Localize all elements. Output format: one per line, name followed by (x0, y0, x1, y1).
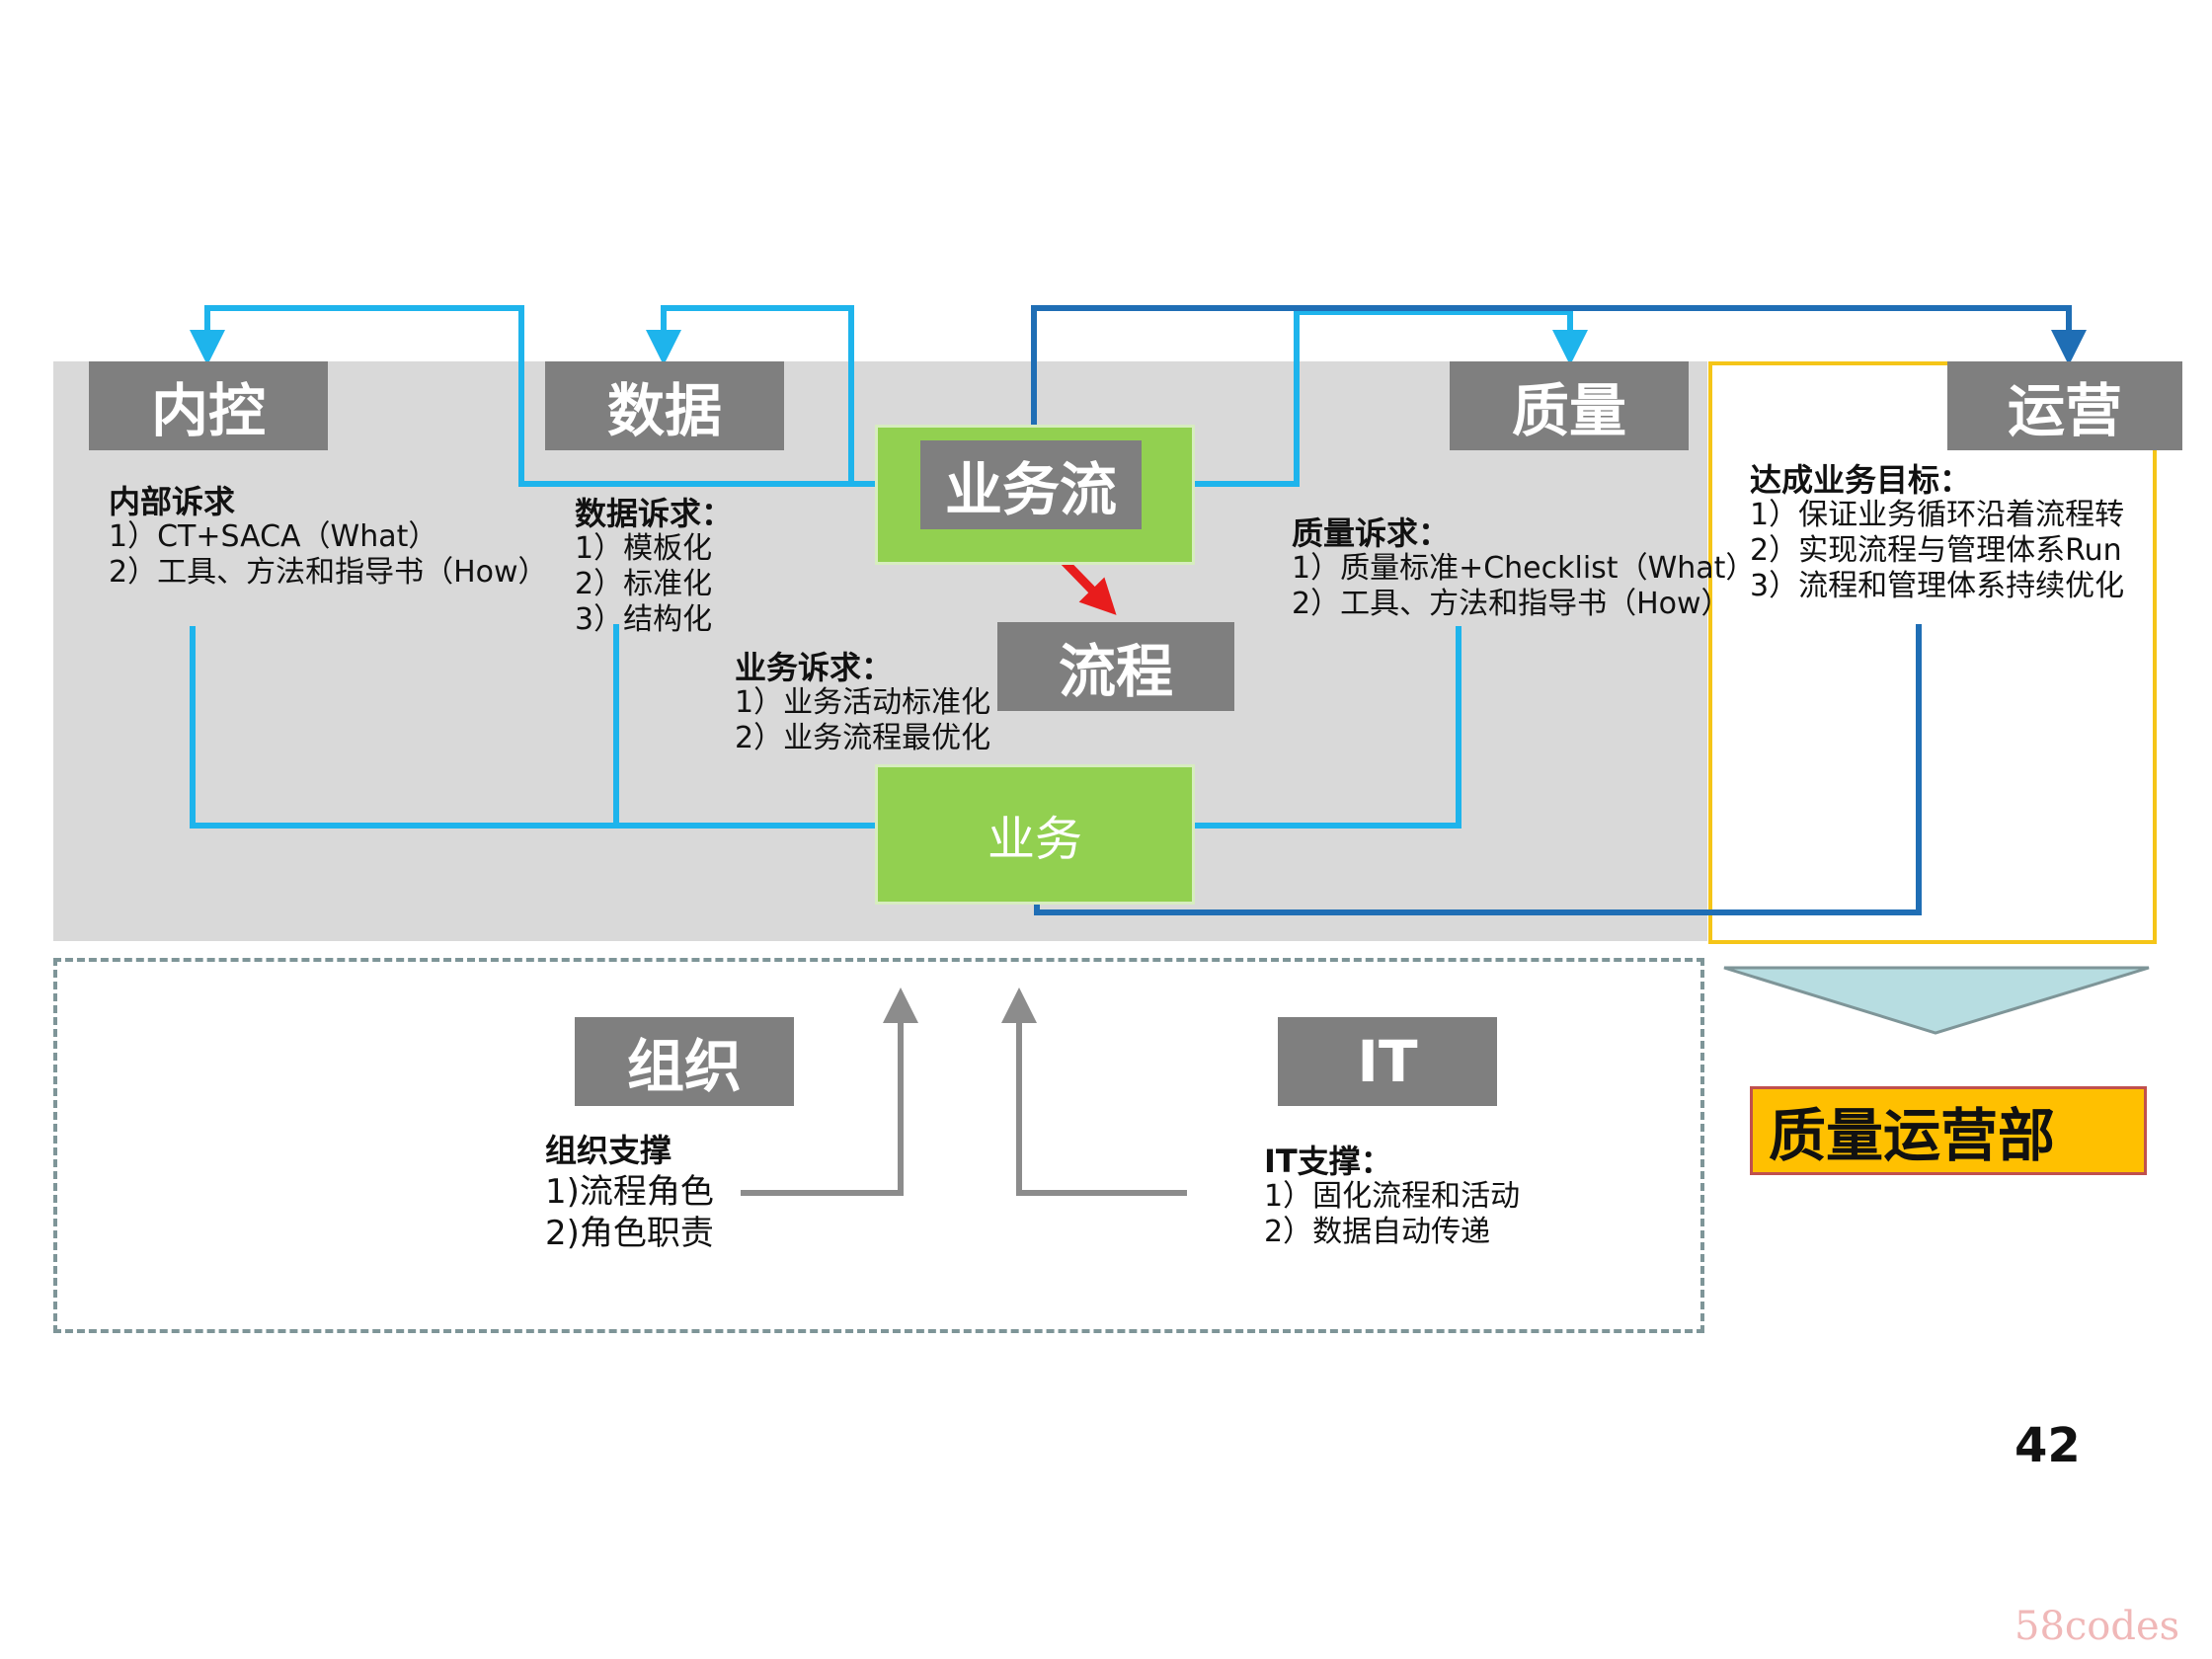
operations-frame (1708, 361, 2157, 944)
it-support-item: 1）固化流程和活动 (1264, 1179, 1521, 1214)
org-support-item: 2)角色职责 (545, 1214, 714, 1253)
data-requirements: 数据诉求： 1）模板化 2）标准化 3）结构化 (575, 496, 733, 638)
biz-req-title: 业务诉求： (735, 649, 894, 686)
biz-req-item: 1）业务活动标准化 (735, 685, 991, 720)
business-requirements: 业务诉求： 1）业务活动标准化 2）业务流程最优化 (735, 650, 990, 756)
ops-goal-title: 达成业务目标： (1750, 461, 1972, 499)
data-req-title: 数据诉求： (575, 495, 734, 532)
support-region-frame (53, 958, 1704, 1333)
internal-control-item: 2）工具、方法和指导书（How） (109, 555, 548, 590)
funnel-triangle (1723, 966, 2150, 1035)
connector-zhiliang-to-yewu (1142, 626, 1462, 843)
it-support-title: IT支撑： (1264, 1143, 1392, 1180)
page-number: 42 (2014, 1418, 2081, 1473)
it-support-item: 2）数据自动传递 (1264, 1215, 1491, 1249)
liucheng-box: 流程 (997, 622, 1234, 711)
connector-to-zhiliang (1141, 309, 1588, 487)
watermark: 58codes (2014, 1604, 2180, 1649)
quality-req-item: 2）工具、方法和指导书（How） (1292, 587, 1731, 621)
ops-goal-item: 3）流程和管理体系持续优化 (1750, 569, 2125, 603)
org-support-item: 1)流程角色 (545, 1172, 714, 1212)
neikong-box: 内控 (89, 361, 328, 450)
organization-support: 组织支撑 1)流程角色 2)角色职责 (545, 1130, 714, 1254)
yewuliu-box: 业务流 (920, 440, 1142, 529)
connector-to-neikong (190, 305, 926, 487)
internal-control-requirements: 内部诉求 1）CT+SACA（What） 2）工具、方法和指导书（How） (109, 484, 548, 591)
quality-requirements: 质量诉求： 1）质量标准+Checklist（What） 2）工具、方法和指导书… (1292, 515, 1755, 622)
org-support-title: 组织支撑 (545, 1132, 672, 1169)
internal-control-title: 内部诉求 (109, 483, 236, 520)
zuzhi-box: 组织 (575, 1017, 794, 1106)
connector-to-yunying (1031, 305, 2087, 440)
shuju-box: 数据 (545, 361, 784, 450)
quality-operations-department: 质量运营部 (1750, 1086, 2147, 1175)
data-req-item: 2）标准化 (575, 567, 713, 601)
business-label: 业务 (987, 812, 1082, 867)
connector-it-support (1001, 988, 1187, 1196)
operations-goals: 达成业务目标： 1）保证业务循环沿着流程转 2）实现流程与管理体系Run 3）流… (1750, 462, 2124, 604)
data-req-item: 3）结构化 (575, 602, 713, 637)
connector-org-support (741, 988, 918, 1196)
it-box: IT (1278, 1017, 1497, 1106)
ops-goal-item: 2）实现流程与管理体系Run (1750, 533, 2122, 568)
connector-neikong-to-yewu (190, 626, 930, 843)
internal-control-item: 1）CT+SACA（What） (109, 519, 438, 554)
yunying-box: 运营 (1947, 361, 2182, 450)
it-support: IT支撑： 1）固化流程和活动 2）数据自动传递 (1264, 1144, 1520, 1250)
biz-req-item: 2）业务流程最优化 (735, 721, 991, 755)
quality-req-item: 1）质量标准+Checklist（What） (1292, 551, 1756, 586)
quality-req-title: 质量诉求： (1292, 514, 1451, 552)
data-req-item: 1）模板化 (575, 531, 713, 566)
business-box: 业务 (875, 764, 1195, 905)
ops-goal-item: 1）保证业务循环沿着流程转 (1750, 498, 2125, 532)
zhiliang-box: 质量 (1450, 361, 1689, 450)
